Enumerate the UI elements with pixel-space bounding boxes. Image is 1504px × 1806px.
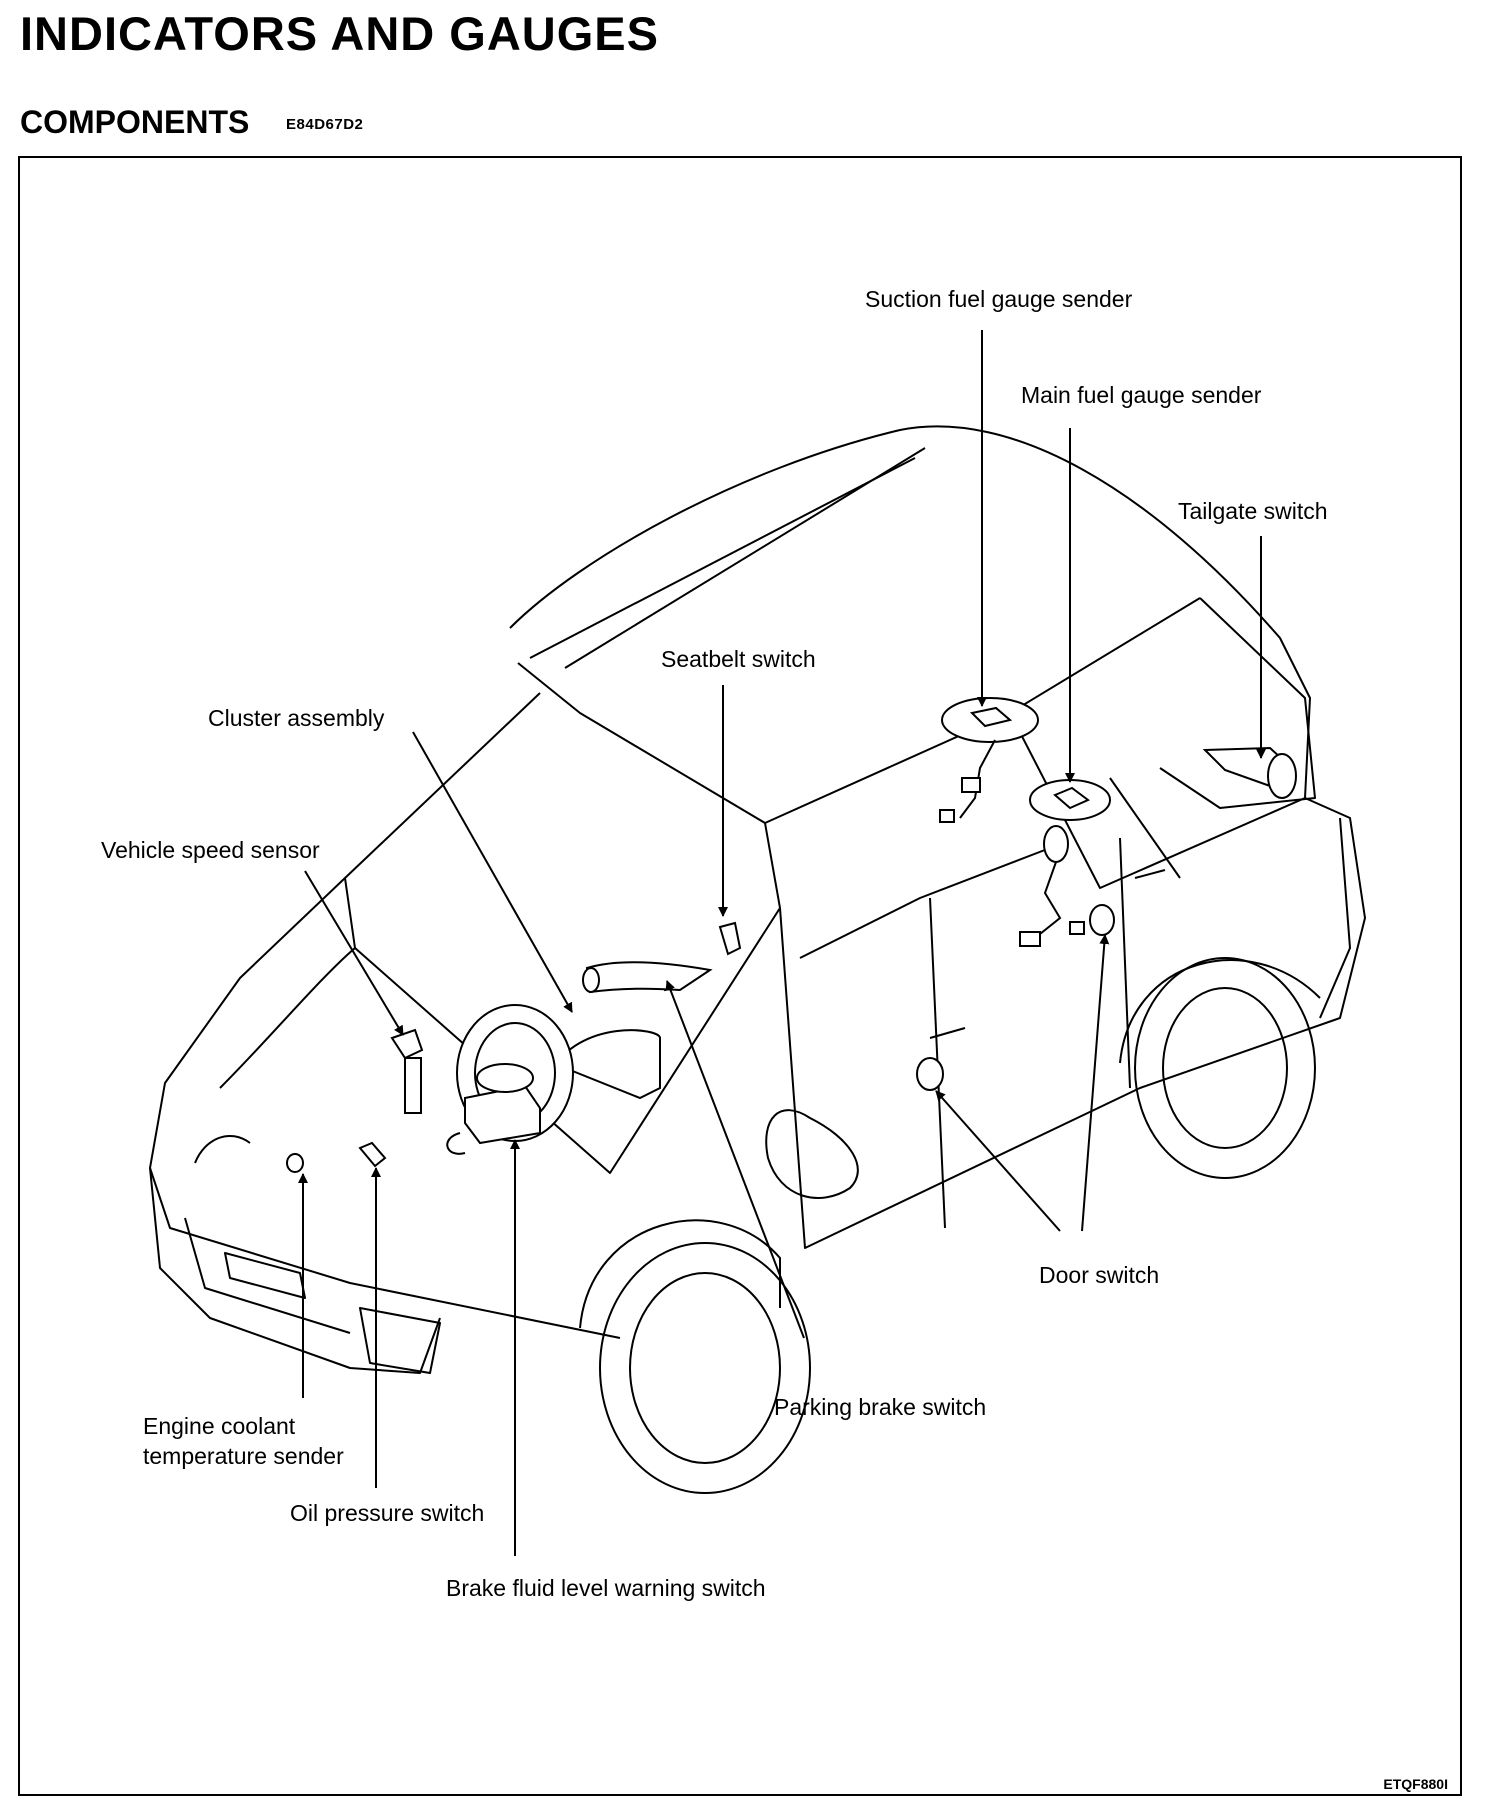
label-suction-fuel-gauge-sender: Suction fuel gauge sender <box>865 286 1133 312</box>
label-parking-brake-switch: Parking brake switch <box>774 1394 987 1420</box>
diagram-frame: Suction fuel gauge sender Main fuel gaug… <box>18 156 1462 1796</box>
label-tailgate-switch: Tailgate switch <box>1178 498 1328 524</box>
label-brake-fluid-level-warning-switch: Brake fluid level warning switch <box>446 1575 766 1601</box>
label-main-fuel-gauge-sender: Main fuel gauge sender <box>1021 382 1262 408</box>
section-code: E84D67D2 <box>286 116 364 133</box>
vehicle-component-diagram <box>149 330 1366 1556</box>
label-engine-coolant-line-1: Engine coolant <box>143 1413 296 1439</box>
label-engine-coolant-line-2: temperature sender <box>143 1443 344 1469</box>
components <box>286 697 1297 1173</box>
section-title: COMPONENTS <box>20 104 250 140</box>
label-oil-pressure-switch: Oil pressure switch <box>290 1500 485 1526</box>
page-title: INDICATORS AND GAUGES <box>20 7 659 60</box>
label-cluster-assembly: Cluster assembly <box>208 705 385 731</box>
vehicle-outline <box>149 425 1366 1494</box>
label-door-switch: Door switch <box>1039 1262 1160 1288</box>
label-vehicle-speed-sensor: Vehicle speed sensor <box>101 837 320 863</box>
figure-code: ETQF880I <box>1383 1776 1448 1792</box>
leader-lines <box>298 330 1266 1556</box>
label-seatbelt-switch: Seatbelt switch <box>661 646 816 672</box>
